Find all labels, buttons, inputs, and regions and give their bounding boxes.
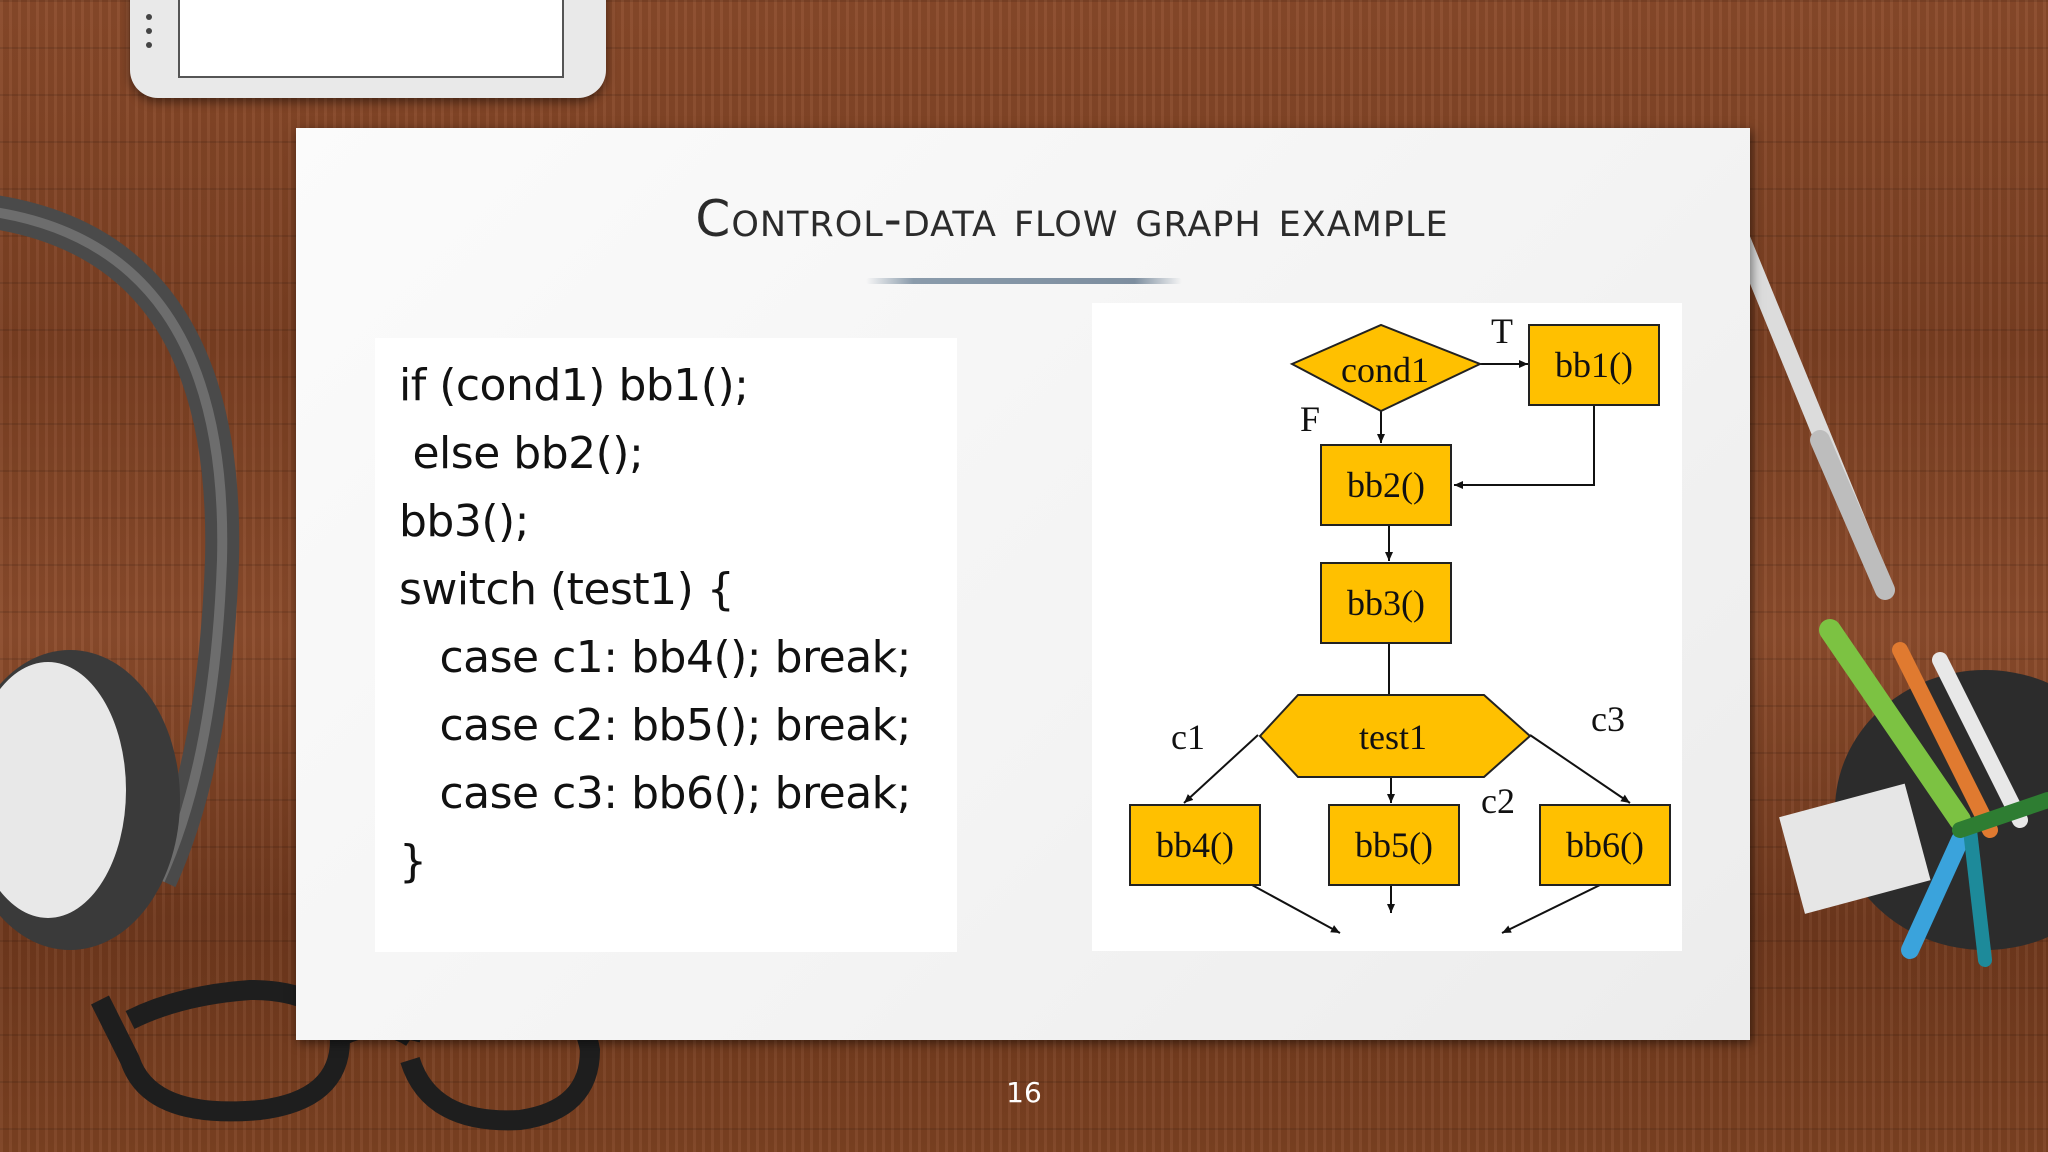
- code-line: else bb2();: [399, 428, 644, 479]
- node-label-bb3: bb3(): [1347, 583, 1425, 623]
- marker-teal: [1963, 823, 1992, 967]
- node-bb2: [1320, 444, 1452, 526]
- marker-darkgreen: [1952, 792, 2048, 838]
- edge-bb1-bb2: [1454, 405, 1595, 489]
- marker-orange: [1892, 642, 1998, 838]
- phone-dot: [146, 42, 152, 48]
- edge-label-true: T: [1491, 311, 1513, 351]
- phone-decoration: [130, 0, 606, 98]
- headphones-cushion: [0, 662, 126, 918]
- headphones-band-highlight: [0, 207, 228, 883]
- node-label-bb5: bb5(): [1355, 825, 1433, 865]
- node-label-bb6: bb6(): [1566, 825, 1644, 865]
- title-underline: [866, 278, 1182, 284]
- marker-blue: [1901, 831, 1969, 959]
- marker-green: [1819, 619, 1971, 831]
- flow-graph-panel: cond1 bb1() bb2() bb3() test1 bb4() bb5(…: [1092, 303, 1682, 951]
- node-label-bb1: bb1(): [1555, 345, 1633, 385]
- node-label-cond1: cond1: [1341, 350, 1429, 390]
- edge-label-c1: c1: [1171, 717, 1205, 757]
- edge-label-false: F: [1300, 399, 1320, 439]
- code-line: case c1: bb4(); break;: [399, 632, 911, 683]
- edge-test1-bb6: [1529, 734, 1631, 804]
- node-bb5: [1328, 804, 1460, 886]
- node-bb1: [1528, 324, 1660, 406]
- edge-bb6-exit: [1501, 884, 1601, 934]
- node-bb4: [1129, 804, 1261, 886]
- phone-screen: [178, 0, 564, 78]
- node-bb3: [1320, 562, 1452, 644]
- node-label-bb4: bb4(): [1156, 825, 1234, 865]
- code-line: if (cond1) bb1();: [399, 360, 749, 411]
- edge-label-c3: c3: [1591, 699, 1625, 739]
- flow-graph: cond1 bb1() bb2() bb3() test1 bb4() bb5(…: [1129, 311, 1671, 934]
- sticky-note: [1779, 783, 1931, 914]
- code-panel: if (cond1) bb1(); else bb2(); bb3(); swi…: [375, 338, 957, 952]
- node-label-bb2: bb2(): [1347, 465, 1425, 505]
- node-test1: [1258, 694, 1532, 778]
- code-line: switch (test1) {: [399, 564, 735, 615]
- code-line: bb3();: [399, 496, 530, 547]
- node-label-test1: test1: [1359, 717, 1427, 757]
- code-line: case c3: bb6(); break;: [399, 768, 911, 819]
- phone-dot: [146, 28, 152, 34]
- edge-bb4-exit: [1251, 884, 1341, 934]
- page-number: 16: [1006, 1076, 1042, 1109]
- glasses-lens-left: [91, 979, 351, 1122]
- marker-white: [1932, 652, 2028, 828]
- pen-grip: [1810, 430, 1895, 600]
- code-line: case c2: bb5(); break;: [399, 700, 911, 751]
- phone-dot: [146, 14, 152, 20]
- edge-label-c2: c2: [1481, 781, 1515, 821]
- slide-title: Control-data flow graph example: [695, 190, 1449, 248]
- node-cond1: [1289, 323, 1483, 413]
- code-line: }: [399, 836, 427, 887]
- node-bb6: [1539, 804, 1671, 886]
- edge-test1-bb4: [1183, 734, 1259, 804]
